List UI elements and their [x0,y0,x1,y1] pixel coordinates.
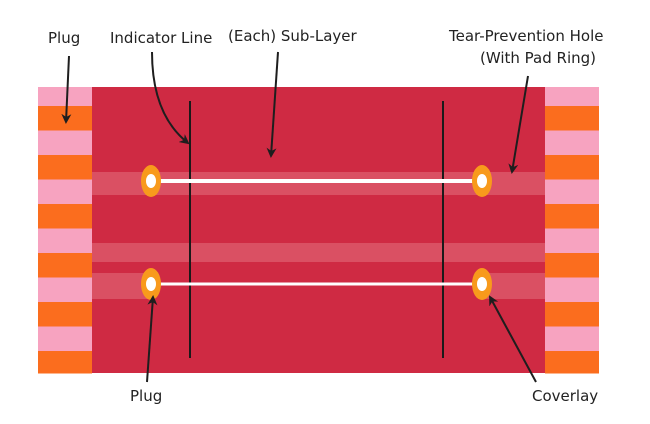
plug-stripe-pink [38,326,92,352]
plug-stripe-pink [38,179,92,205]
light-band [92,243,545,262]
tear-prevention-hole [141,268,161,300]
plug-stripe-orange [545,204,599,229]
plug-stripe-orange [545,106,599,131]
arrow-indicator-line [151,51,190,145]
right-plug [545,87,599,374]
label-plug-bottom: Plug [130,387,162,405]
arrow-sub-layer [266,51,279,158]
plug-stripe-pink [545,277,599,303]
plug-stripe-orange [38,253,92,278]
label-coverlay: Coverlay [532,387,598,405]
plug-stripe-orange [545,253,599,278]
label-indicator-line: Indicator Line [110,29,212,47]
label-tear-hole-sub: (With Pad Ring) [480,49,596,67]
plug-stripe-orange [545,302,599,327]
arrow-plug-top [61,55,72,124]
light-band [92,172,545,195]
label-sub-layer: (Each) Sub-Layer [228,27,358,45]
plug-stripe-pink [545,228,599,254]
plug-stripe-pink [545,87,599,107]
plug-stripe-orange [545,155,599,180]
plug-stripe-pink [38,277,92,303]
plug-stripe-orange [38,106,92,131]
sub-layer-body [92,87,545,373]
light-band [482,273,545,299]
arrow-coverlay [489,295,537,383]
label-plug-top: Plug [48,29,80,47]
plug-stripe-orange [38,351,92,374]
plug-stripe-pink [545,179,599,205]
plug-stripe-pink [38,130,92,156]
plug-stripe-pink [38,87,92,107]
plug-stripe-orange [38,302,92,327]
plug-stripe-orange [545,351,599,374]
tear-prevention-hole [141,165,161,197]
arrow-tear-hole [508,75,529,174]
plug-stripe-pink [545,326,599,352]
arrow-plug-bottom [146,295,158,383]
left-plug [38,87,92,374]
plug-stripe-orange [38,155,92,180]
plug-stripe-pink [545,130,599,156]
plug-stripe-orange [38,204,92,229]
tear-prevention-hole [472,165,492,197]
plug-stripe-pink [38,228,92,254]
tear-prevention-hole [472,268,492,300]
label-tear-hole: Tear-Prevention Hole [448,27,603,45]
